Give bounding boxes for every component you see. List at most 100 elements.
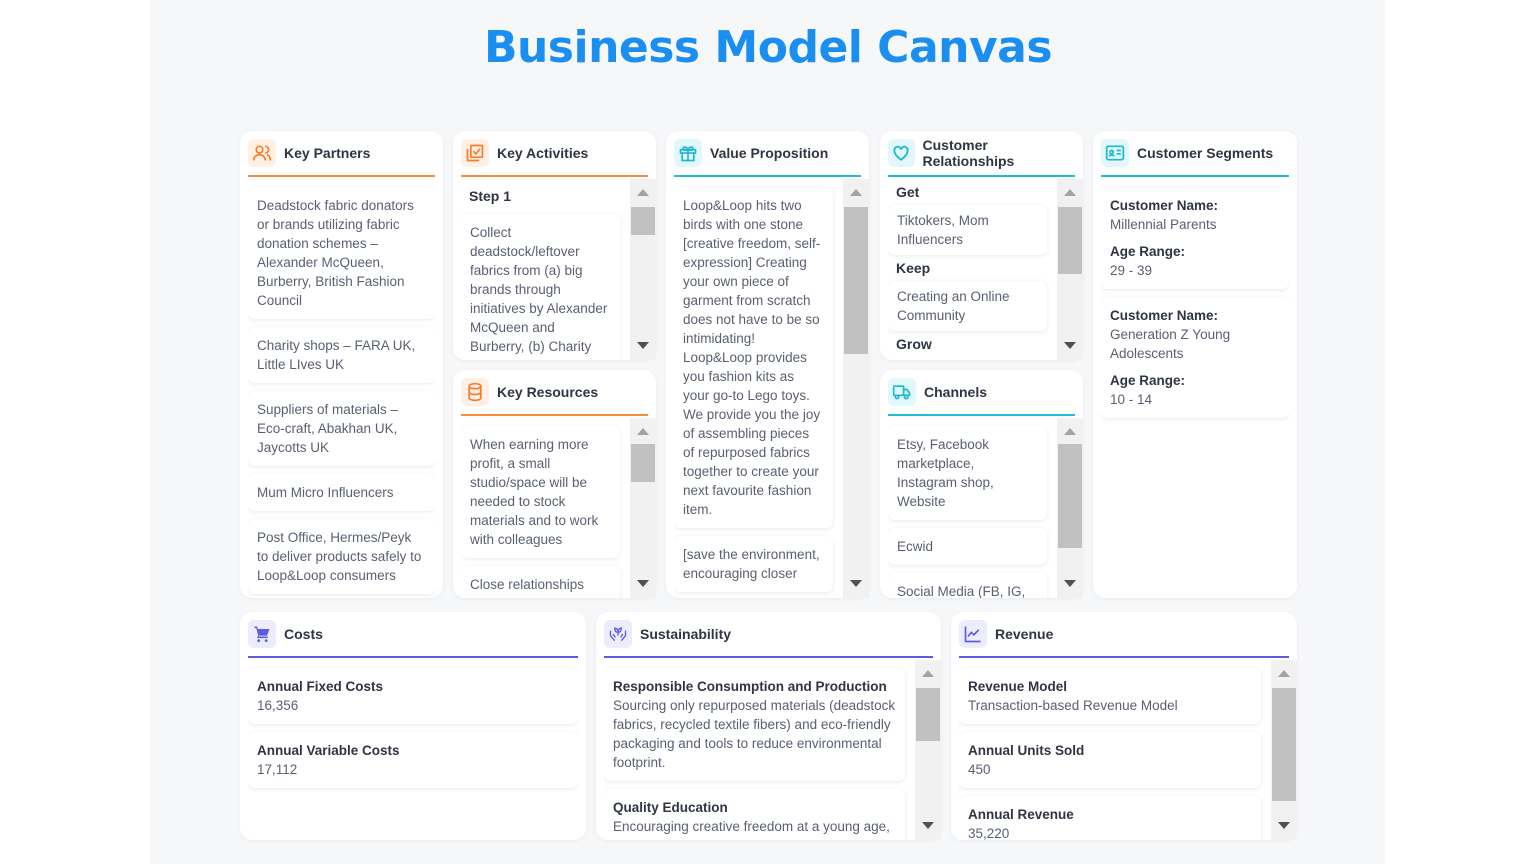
scrollbar[interactable]	[1057, 179, 1083, 360]
cart-icon	[248, 620, 276, 648]
key-partners-card: Key Partners Deadstock fabric donators o…	[240, 131, 443, 598]
list-item: Suppliers of materials – Eco-craft, Abak…	[248, 391, 435, 466]
card-title: Value Proposition	[710, 145, 829, 161]
scrollbar[interactable]	[630, 418, 656, 598]
age-value: 10 - 14	[1110, 392, 1153, 407]
item-value: 35,220	[968, 826, 1010, 840]
card-title: Key Partners	[284, 145, 371, 161]
scrollbar-thumb[interactable]	[1272, 688, 1296, 801]
key-activities-scroll[interactable]: Step 1 Collect deadstock/leftover fabric…	[461, 179, 656, 360]
list-item: Creating an Online Community	[888, 281, 1047, 331]
scrollbar[interactable]	[915, 660, 941, 840]
item-label: Quality Education	[613, 800, 728, 815]
sustainability-card: Sustainability Responsible Consumption a…	[596, 612, 941, 840]
card-title: Key Resources	[497, 384, 599, 400]
value-proposition-scroll[interactable]: Loop&Loop hits two birds with one stone …	[674, 179, 869, 598]
list-item: Loop&Loop hits two birds with one stone …	[674, 187, 833, 528]
scrollbar-thumb[interactable]	[844, 207, 868, 354]
cost-item: Annual Variable Costs 17,112	[248, 732, 578, 788]
card-title: Sustainability	[640, 626, 732, 642]
item-label: Revenue Model	[968, 679, 1068, 694]
segment-item: Customer Name: Generation Z Young Adolesc…	[1101, 297, 1289, 418]
plant-hands-icon	[604, 620, 632, 648]
card-title: Customer Relationships	[922, 137, 1015, 169]
item-label: Annual Fixed Costs	[257, 679, 384, 694]
scroll-down-icon[interactable]	[637, 580, 649, 587]
scrollbar-thumb[interactable]	[631, 444, 655, 482]
scroll-up-icon[interactable]	[922, 670, 934, 677]
scroll-down-icon[interactable]	[922, 822, 934, 829]
list-item: Collect deadstock/leftover fabrics from …	[461, 214, 620, 360]
scroll-up-icon[interactable]	[1278, 670, 1290, 677]
item-value: Transaction-based Revenue Model	[968, 698, 1178, 713]
item-value: 17,112	[257, 762, 298, 777]
truck-icon	[888, 378, 916, 406]
group-label: Grow	[896, 336, 932, 352]
age-label: Age Range:	[1110, 244, 1186, 259]
item-value: 450	[968, 762, 991, 777]
customer-relationships-scroll[interactable]: Get Tiktokers, Mom Influencers Keep Crea…	[888, 179, 1083, 360]
scroll-down-icon[interactable]	[637, 342, 649, 349]
name-label: Customer Name:	[1110, 308, 1219, 323]
list-item: Close relationships with partnered	[461, 566, 620, 598]
group-label: Keep	[896, 260, 931, 276]
scroll-up-icon[interactable]	[1064, 189, 1076, 196]
checklist-icon	[461, 139, 489, 167]
value-proposition-card: Value Proposition Loop&Loop hits two bir…	[666, 131, 869, 598]
scroll-down-icon[interactable]	[850, 580, 862, 587]
key-resources-scroll[interactable]: When earning more profit, a small studio…	[461, 418, 656, 598]
item-label: Annual Variable Costs	[257, 743, 400, 758]
list-item: Social Media (FB, IG, YT, Tiktok)	[888, 573, 1047, 598]
customer-relationships-card: Customer Relationships Get Tiktokers, Mo…	[880, 131, 1083, 360]
scrollbar-thumb[interactable]	[1058, 207, 1082, 274]
list-item: Etsy, Facebook marketplace, Instagram sh…	[888, 426, 1047, 520]
list-item: Charity shops – FARA UK, Little LIves UK	[248, 327, 435, 383]
scroll-down-icon[interactable]	[1064, 580, 1076, 587]
card-title: Revenue	[995, 626, 1054, 642]
card-title: Key Activities	[497, 145, 589, 161]
item-value: Encouraging creative freedom at a young …	[613, 819, 890, 840]
scrollbar-thumb[interactable]	[1058, 444, 1082, 548]
card-title: Channels	[924, 384, 988, 400]
scrollbar-thumb[interactable]	[916, 688, 940, 741]
heart-icon	[888, 139, 915, 167]
scrollbar-thumb[interactable]	[631, 207, 655, 235]
chart-line-icon	[959, 620, 987, 648]
channels-scroll[interactable]: Etsy, Facebook marketplace, Instagram sh…	[888, 418, 1083, 598]
key-resources-card: Key Resources When earning more profit, …	[453, 370, 656, 598]
card-title: Customer Segments	[1137, 145, 1274, 161]
age-label: Age Range:	[1110, 373, 1186, 388]
scroll-down-icon[interactable]	[1278, 822, 1290, 829]
database-icon	[461, 378, 489, 406]
scroll-up-icon[interactable]	[850, 189, 862, 196]
list-item: Ecwid	[888, 528, 1047, 565]
scrollbar[interactable]	[843, 179, 869, 598]
key-activities-card: Key Activities Step 1 Collect deadstock/…	[453, 131, 656, 360]
scrollbar[interactable]	[1057, 418, 1083, 598]
gift-icon	[674, 139, 702, 167]
scrollbar[interactable]	[630, 179, 656, 360]
page-title: Business Model Canvas	[483, 22, 1053, 73]
group-label: Get	[896, 184, 920, 200]
cost-item: Annual Fixed Costs 16,356	[248, 668, 578, 724]
list-item: Post Office, Hermes/Peyk to deliver prod…	[248, 519, 435, 594]
scroll-up-icon[interactable]	[637, 428, 649, 435]
item-value: Sourcing only repurposed materials (dead…	[613, 698, 896, 770]
scrollbar[interactable]	[1271, 660, 1297, 840]
name-value: Generation Z Young Adolescents	[1110, 327, 1231, 361]
list-item: Mum Micro Influencers	[248, 474, 435, 511]
age-value: 29 - 39	[1110, 263, 1153, 278]
item-value: 16,356	[257, 698, 299, 713]
customer-segments-card: Customer Segments Customer Name:Millenni…	[1093, 131, 1297, 598]
scroll-down-icon[interactable]	[1064, 342, 1076, 349]
scroll-up-icon[interactable]	[637, 189, 649, 196]
scroll-up-icon[interactable]	[1064, 428, 1076, 435]
